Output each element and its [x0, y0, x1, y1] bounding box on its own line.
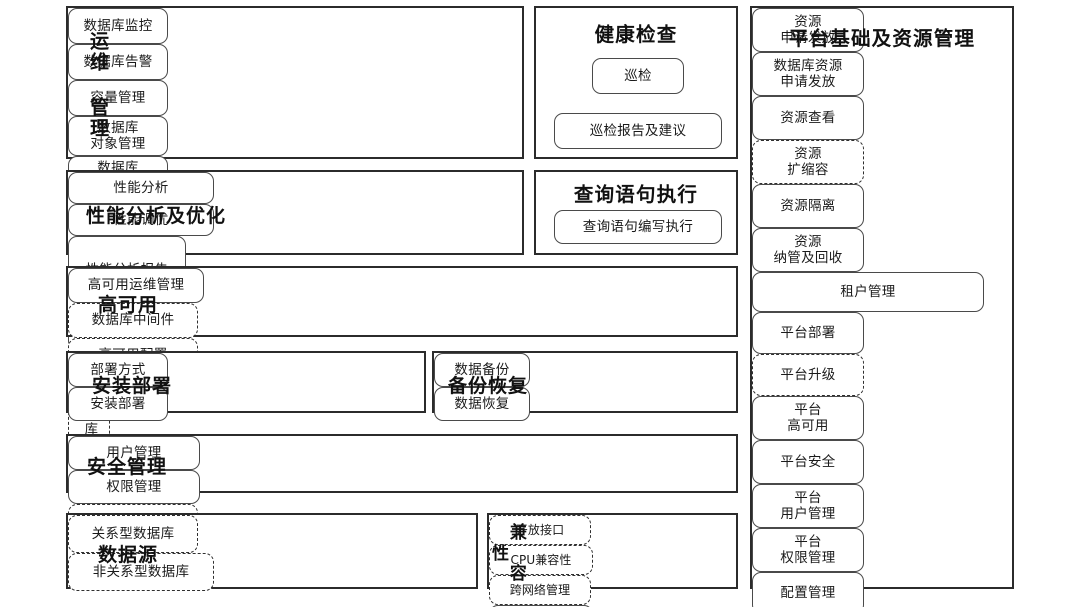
chip-permission-management[interactable]: 权限管理: [68, 470, 200, 504]
chip-db-object-management[interactable]: 数据库 对象管理: [68, 116, 168, 156]
chip-deploy-mode[interactable]: 部署方式: [68, 353, 168, 387]
group-query-exec-title: 查询语句执行: [573, 183, 699, 206]
chip-open-api[interactable]: 开放接口: [489, 515, 591, 545]
group-platform-resource-title: 平台基础及资源管理: [788, 27, 976, 50]
chip-resource-manage-recycle[interactable]: 资源 纳管及回收: [752, 228, 864, 272]
chip-platform-user-management[interactable]: 平台 用户管理: [752, 484, 864, 528]
group-security: 安全管理 用户管理 权限管理 数据库审计 日志管理: [66, 434, 738, 572]
group-install-deploy-title: 安装部署: [91, 374, 172, 397]
group-health-check: 健康检查 巡检 巡检报告及建议: [534, 6, 738, 159]
chip-platform-ha[interactable]: 平台 高可用: [752, 396, 864, 440]
group-backup-restore: 备份恢复 数据备份 数据恢复: [432, 351, 738, 421]
chip-platform-permission-management[interactable]: 平台 权限管理: [752, 528, 864, 572]
chip-db-middleware[interactable]: 数据库中间件: [68, 303, 198, 338]
group-query-exec: 查询语句执行 查询语句编写执行: [534, 170, 738, 255]
chip-ha-ops-management[interactable]: 高可用运维管理: [68, 268, 204, 303]
chip-cross-network-management[interactable]: 跨网络管理: [489, 575, 591, 605]
group-ops-management: 运维 管理 数据库监控 数据库告警 容量管理 数据库 对象管理 数据库 参数配置…: [66, 6, 524, 478]
group-high-availability-title: 高可用: [97, 294, 158, 316]
chip-inspection-report[interactable]: 巡检报告及建议: [554, 113, 722, 149]
group-compatibility-title: 兼 容 性: [488, 523, 526, 583]
chip-resource-scaling[interactable]: 资源 扩缩容: [752, 140, 864, 184]
chip-resource-isolation[interactable]: 资源隔离: [752, 184, 864, 228]
chip-tenant-management[interactable]: 租户管理: [752, 272, 984, 312]
group-platform-resource: 平台基础及资源管理 资源 申请发放 数据库资源 申请发放 资源查看 资源 扩缩容…: [750, 6, 1014, 607]
group-ops-management-title: 运维 管理: [86, 31, 109, 139]
group-datasource: 数据源 关系型数据库 非关系型数据库: [66, 513, 478, 591]
chip-config-management[interactable]: 配置管理: [752, 572, 864, 607]
chip-data-backup[interactable]: 数据备份: [434, 353, 530, 387]
chip-cpu-compatibility[interactable]: CPU兼容性: [489, 545, 593, 575]
chip-inspection[interactable]: 巡检: [592, 58, 684, 94]
chip-resource-apply-issue[interactable]: 资源 申请发放: [752, 8, 864, 52]
group-health-check-title: 健康检查: [594, 23, 678, 46]
group-high-availability: 高可用 高可用运维管理 数据库中间件 高可用配置 高可用切换: [66, 266, 738, 408]
chip-db-alarm[interactable]: 数据库告警: [68, 44, 168, 80]
group-install-deploy: 安装部署 部署方式 安装部署: [66, 351, 426, 421]
group-backup-restore-title: 备份恢复: [447, 374, 528, 397]
chip-query-write-exec[interactable]: 查询语句编写执行: [554, 210, 722, 244]
chip-performance-analysis[interactable]: 性能分析: [68, 172, 214, 204]
chip-performance-tuning[interactable]: 性能调优: [68, 204, 214, 236]
chip-platform-security[interactable]: 平台安全: [752, 440, 864, 484]
chip-relational-db[interactable]: 关系型数据库: [68, 515, 198, 553]
chip-resource-view[interactable]: 资源查看: [752, 96, 864, 140]
chip-user-management[interactable]: 用户管理: [68, 436, 200, 470]
chip-db-monitor[interactable]: 数据库监控: [68, 8, 168, 44]
chip-non-relational-db[interactable]: 非关系型数据库: [68, 553, 214, 591]
group-datasource-title: 数据源: [97, 543, 158, 566]
group-compatibility: 兼 容 性 开放接口 CPU兼容性 跨网络管理 环境兼容性: [487, 513, 738, 607]
group-security-title: 安全管理: [86, 456, 167, 478]
chip-db-resource-apply-issue[interactable]: 数据库资源 申请发放: [752, 52, 864, 96]
group-performance: 性能分析及优化 性能分析 性能调优 性能分析报告: [66, 170, 524, 305]
group-performance-title: 性能分析及优化: [85, 205, 226, 227]
chip-install-deploy[interactable]: 安装部署: [68, 387, 168, 421]
chip-capacity-management[interactable]: 容量管理: [68, 80, 168, 116]
chip-platform-upgrade[interactable]: 平台升级: [752, 354, 864, 396]
chip-data-restore[interactable]: 数据恢复: [434, 387, 530, 421]
chip-platform-deploy[interactable]: 平台部署: [752, 312, 864, 354]
